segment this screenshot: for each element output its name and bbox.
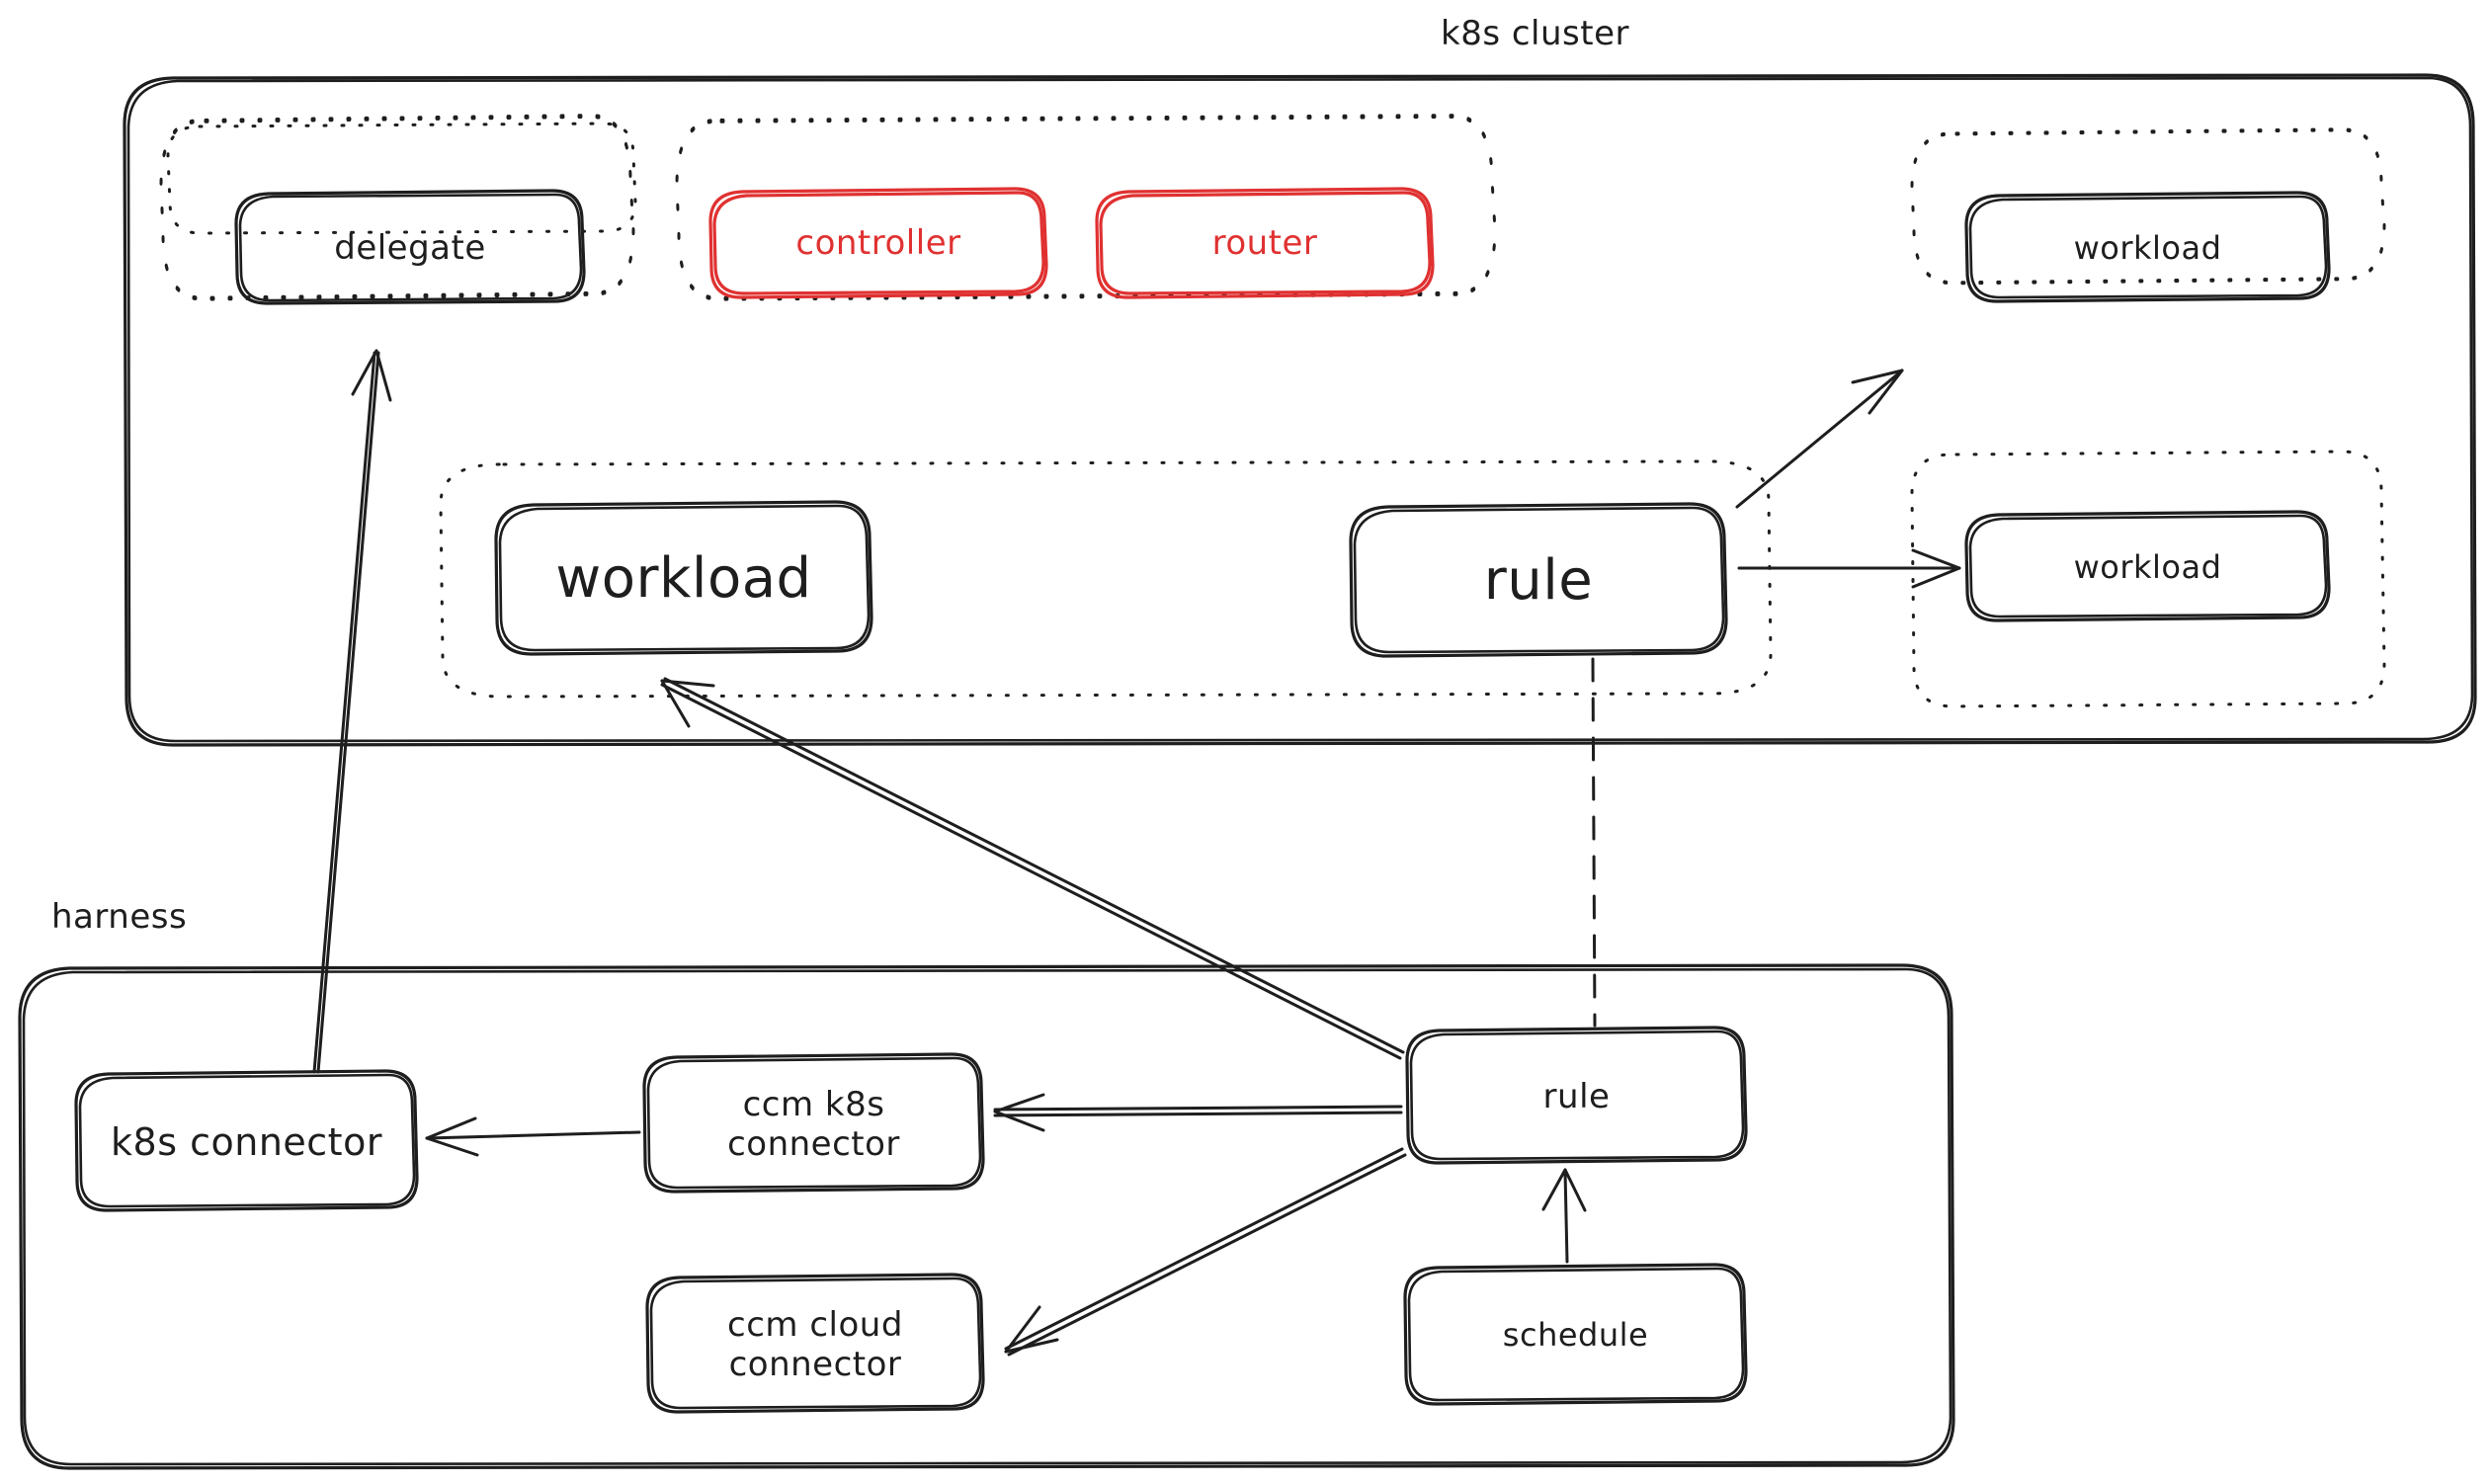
k8s-connector-box[interactable] bbox=[74, 1069, 419, 1212]
k8s-cluster-container[interactable] bbox=[123, 73, 2477, 747]
edge-harness-rule-to-ccm-cloud bbox=[1004, 1147, 1407, 1357]
workload-bottom-group-outline bbox=[1910, 450, 2386, 708]
workload-top-right-box[interactable] bbox=[1964, 191, 2331, 303]
ccm-cloud-connector-node[interactable] bbox=[647, 1275, 983, 1412]
edge-schedule-to-harness-rule bbox=[1541, 1168, 1587, 1264]
edge-harness-rule-to-ccm-k8s bbox=[993, 1093, 1403, 1132]
harness-container[interactable] bbox=[18, 963, 1955, 1470]
k8s-connector-node[interactable] bbox=[76, 1071, 417, 1210]
rule-harness-node[interactable] bbox=[1407, 1028, 1746, 1163]
delegate-node[interactable] bbox=[236, 191, 584, 303]
ccm-k8s-connector-box[interactable] bbox=[642, 1052, 985, 1194]
ccm-cloud-connector-box[interactable] bbox=[645, 1273, 985, 1414]
workload-bottom-right-node[interactable] bbox=[1966, 512, 2329, 620]
edge-harness-rule-to-cluster-workload bbox=[660, 677, 1405, 1060]
schedule-node[interactable] bbox=[1405, 1265, 1746, 1404]
harness-title: harness bbox=[51, 897, 188, 937]
edge-k8s-connector-to-delegate bbox=[312, 349, 392, 1074]
edge-ccm-k8s-to-k8s-connector bbox=[425, 1116, 641, 1157]
edge-cluster-rule-to-workload-top bbox=[1735, 369, 1904, 509]
delegate-group-outline bbox=[159, 114, 635, 301]
workload-bottom-right-box[interactable] bbox=[1964, 510, 2331, 622]
ccm-k8s-connector-node[interactable] bbox=[644, 1054, 983, 1192]
schedule-box[interactable] bbox=[1403, 1263, 1748, 1406]
workload-top-group-outline bbox=[1910, 127, 2386, 286]
workload-top-right-node[interactable] bbox=[1966, 193, 2329, 301]
workload-middle-box[interactable] bbox=[494, 500, 873, 656]
router-node[interactable] bbox=[1097, 189, 1433, 297]
workload-middle-node[interactable] bbox=[496, 502, 872, 654]
rule-cluster-node[interactable] bbox=[1351, 504, 1726, 656]
rule-cluster-box[interactable] bbox=[1349, 502, 1728, 658]
rule-harness-box[interactable] bbox=[1405, 1026, 1748, 1165]
workload-rule-group-outline bbox=[439, 459, 1773, 699]
controller-node[interactable] bbox=[710, 189, 1046, 297]
controller-box[interactable] bbox=[708, 187, 1048, 299]
controller-router-group-outline bbox=[675, 114, 1497, 301]
delegate-box[interactable] bbox=[234, 189, 586, 305]
k8s-cluster-title: k8s cluster bbox=[1441, 14, 1629, 53]
edge-cluster-rule-to-harness-rule bbox=[1591, 657, 1597, 1028]
router-box[interactable] bbox=[1095, 187, 1435, 299]
edge-cluster-rule-to-workload-bottom bbox=[1737, 548, 1961, 589]
